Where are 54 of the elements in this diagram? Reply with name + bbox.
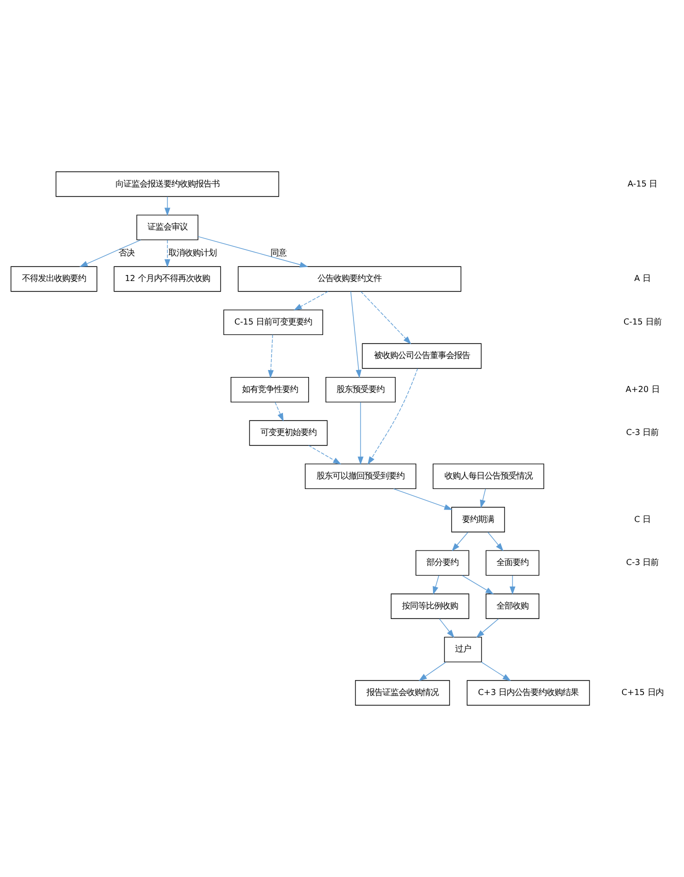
arrow bbox=[393, 488, 453, 510]
edge-label: 否决 bbox=[118, 247, 134, 258]
node-box: 股东预受要约 bbox=[326, 376, 396, 402]
arrow bbox=[462, 575, 494, 594]
label: C-3 日前 bbox=[626, 557, 659, 568]
arrow bbox=[476, 618, 499, 638]
node-box: 报告证监会收购情况 bbox=[355, 680, 450, 706]
node-box: 向证监会报送要约收购报告书 bbox=[56, 171, 280, 197]
node-box: 要约期满 bbox=[451, 506, 505, 532]
node-box: 按同等比例收购 bbox=[390, 594, 470, 619]
node-box: 过户 bbox=[444, 636, 482, 662]
node-box: 公告收购要约文件 bbox=[238, 266, 462, 292]
node-box: 全部收购 bbox=[486, 594, 540, 619]
node-box: 部分要约 bbox=[416, 550, 470, 576]
arrow bbox=[480, 488, 486, 508]
arrow bbox=[358, 402, 364, 465]
edge-label: 同意 bbox=[270, 247, 286, 258]
label: C-15 日前 bbox=[624, 316, 662, 326]
arrow bbox=[481, 662, 511, 682]
arrow bbox=[488, 532, 504, 552]
arrow bbox=[308, 445, 342, 464]
arrow bbox=[360, 291, 412, 344]
node-box: 可变更初始要约 bbox=[249, 420, 328, 446]
arrow bbox=[198, 236, 308, 268]
arrow bbox=[418, 662, 446, 681]
label: C-3 日前 bbox=[626, 427, 659, 438]
arrow bbox=[439, 618, 454, 638]
node-box: 被收购公司公告董事会报告 bbox=[362, 343, 482, 369]
arrow bbox=[274, 402, 284, 422]
label: A+20 日 bbox=[626, 384, 660, 394]
arrow bbox=[268, 334, 274, 378]
arrow bbox=[510, 575, 516, 595]
label: C+15 日内 bbox=[622, 687, 664, 698]
node-box: 不得发出收购要约 bbox=[10, 266, 98, 292]
node-box: 如有竞争性要约 bbox=[230, 376, 309, 402]
node-box: 收购人每日公告预受情况 bbox=[432, 464, 544, 490]
arrow bbox=[350, 291, 362, 378]
arrow bbox=[164, 196, 170, 216]
node-box: C+3 日内公告要约收购结果 bbox=[466, 680, 590, 706]
arrow bbox=[294, 291, 328, 310]
node-box: 股东可以撤回预受到要约 bbox=[304, 464, 416, 490]
node-box: C-15 日前可变更要约 bbox=[223, 310, 324, 336]
edge-label: 取消收购计划 bbox=[168, 247, 216, 258]
arrow bbox=[368, 368, 418, 465]
label: A 日 bbox=[634, 273, 651, 284]
label: C 日 bbox=[634, 514, 651, 524]
node-box: 12 个月内不得再次收购 bbox=[114, 266, 221, 292]
arrow bbox=[452, 532, 468, 552]
label: A-15 日 bbox=[628, 178, 658, 188]
arrow bbox=[432, 575, 440, 595]
arrow bbox=[164, 240, 170, 268]
node-box: 证监会审议 bbox=[136, 214, 198, 240]
arrow bbox=[79, 240, 142, 268]
node-box: 全面要约 bbox=[486, 550, 540, 576]
